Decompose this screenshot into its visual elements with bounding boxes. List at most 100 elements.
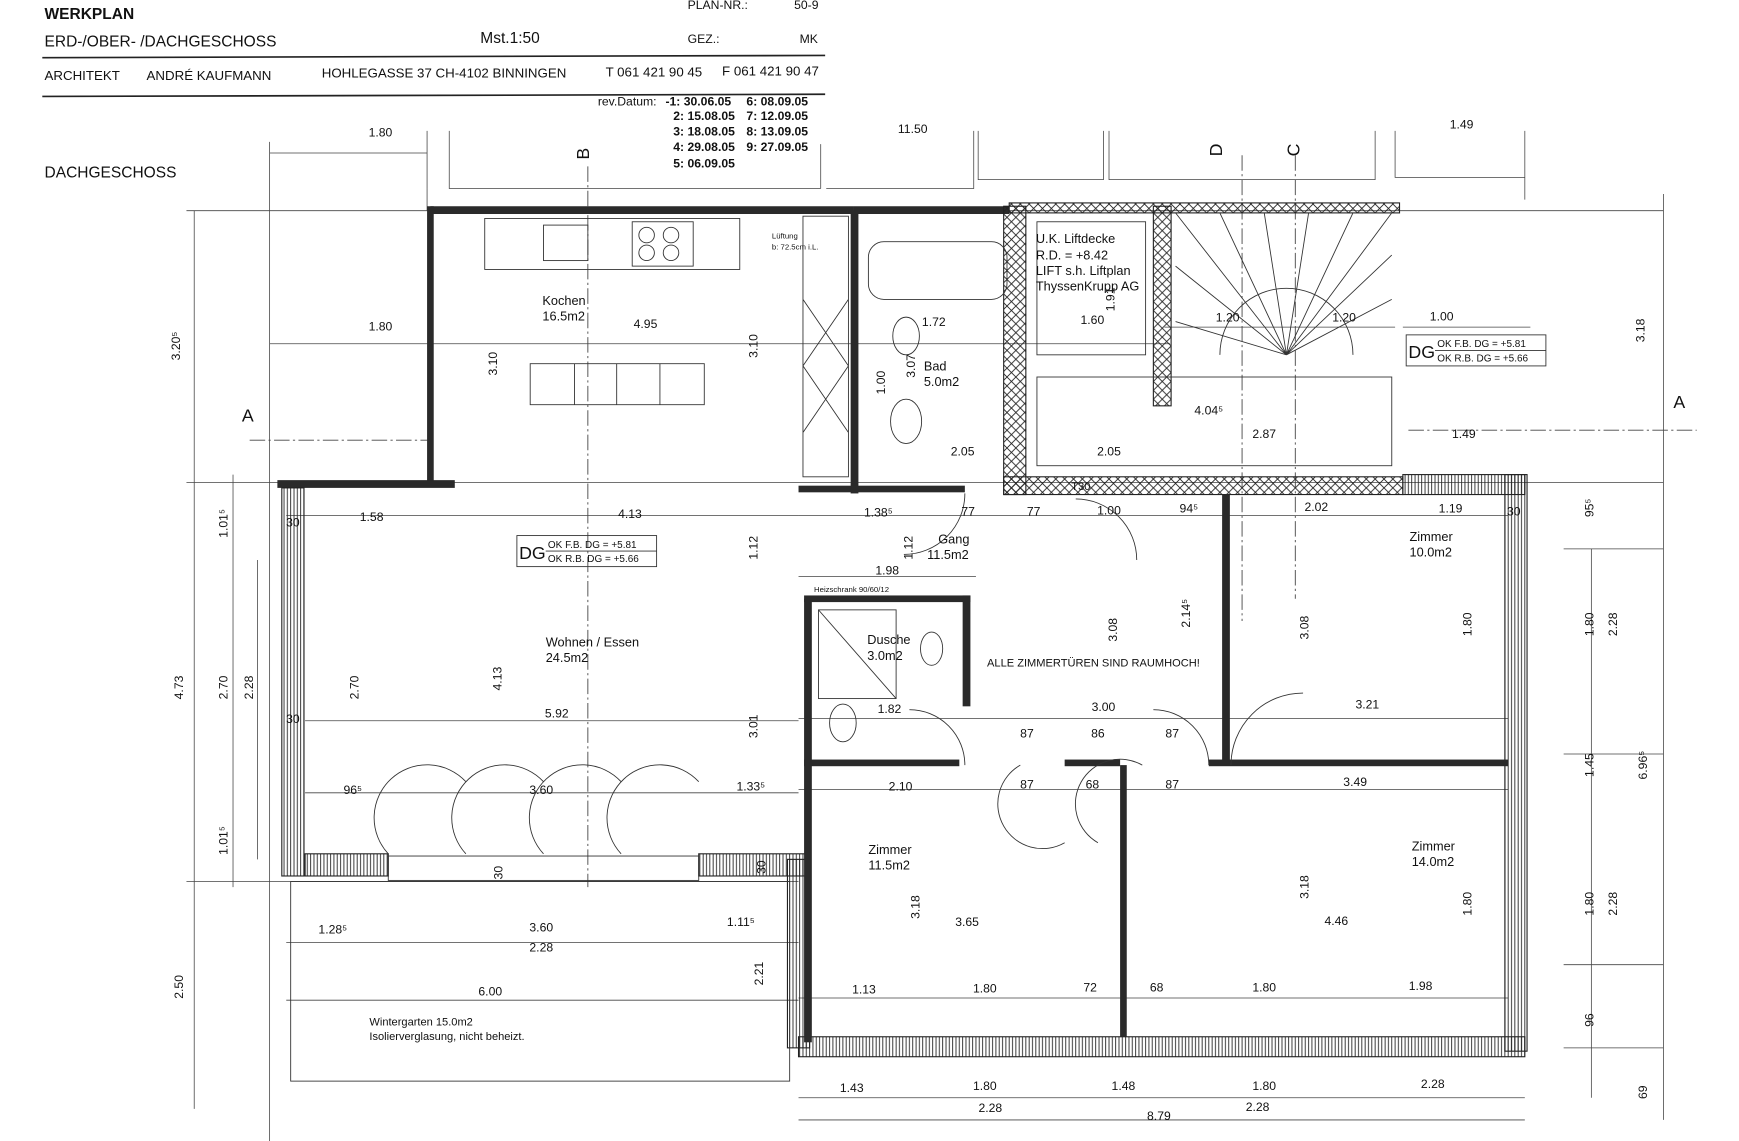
shower [818, 609, 897, 700]
dimension-label: 4.73 [172, 675, 186, 699]
dimension-label: 68 [1086, 777, 1100, 791]
room-area: 11.5m2 [927, 547, 969, 562]
washbasin [829, 703, 857, 743]
dimension-label: 96 [1583, 1013, 1597, 1027]
wall [304, 853, 389, 877]
dimension-label: 3.18 [1634, 318, 1648, 342]
wall [277, 480, 455, 488]
room-labels: Kochen 16.5m2 Bad 5.0m2 Wohnen / Essen 2… [369, 293, 1455, 1043]
revision-entry: 4: 29.08.05 [673, 140, 735, 154]
level-tag-line: OK R.B. DG = +5.66 [548, 554, 639, 565]
dimension-label: 4.13 [618, 507, 642, 521]
dimension-label: 77 [961, 505, 975, 519]
revision-list: -1: 30.06.05 2: 15.08.05 3: 18.08.05 4: … [665, 94, 808, 170]
plan-nr: 50-9 [794, 0, 819, 12]
dimension-label: 1.38⁵ [864, 506, 893, 520]
dimension-label: 1.12 [902, 536, 916, 560]
dimension-label: 3.20⁵ [169, 332, 183, 361]
architect-name: ANDRÉ KAUFMANN [147, 68, 272, 83]
dimension-label: 96⁵ [343, 783, 362, 797]
dimension-label: 2.21 [752, 961, 766, 985]
dimension-label: 3.18 [1298, 875, 1312, 899]
wall [797, 1036, 1526, 1058]
room-name: Bad [924, 358, 947, 373]
dimension-label: 6.00 [478, 985, 502, 999]
wall [427, 206, 434, 484]
dimension-label: 87 [1165, 777, 1179, 791]
dimension-label: 3.07 [904, 354, 918, 378]
level-tag: DG OK F.B. DG = +5.81 OK R.B. DG = +5.66 [516, 535, 658, 568]
dimension-label: 3.01 [747, 714, 761, 738]
dimension-label: 87 [1165, 726, 1179, 740]
room-area: 24.5m2 [546, 650, 589, 665]
lift-note: R.D. = +8.42 [1036, 247, 1108, 262]
fixtures [373, 212, 1393, 855]
wall [804, 595, 971, 603]
revision-label: rev.Datum: [598, 94, 657, 108]
dimension-label: 1.13 [852, 983, 876, 997]
section-marker-c: C [1284, 143, 1304, 156]
ventilation-note: b: 72.5cm i.L. [772, 242, 819, 251]
lift-note: ThyssenKrupp AG [1036, 279, 1139, 294]
kitchen-island [529, 363, 705, 406]
ventilation-note: Lüftung [772, 231, 798, 240]
dimension-label: 2.28 [242, 675, 256, 699]
dimension-label: 1.43 [840, 1081, 864, 1095]
burner [662, 226, 680, 244]
dimension-label: 1.91 [1104, 287, 1118, 311]
dimension-label: 1.80 [1583, 612, 1597, 636]
dimension-label: 1.72 [922, 315, 946, 329]
dimension-label: 72 [1083, 980, 1097, 994]
dimension-label: 95⁵ [1583, 499, 1597, 518]
dimension-label: 3.65 [955, 915, 979, 929]
dimension-label: 1.01⁵ [216, 509, 230, 538]
dimension-label: 1.82 [878, 702, 902, 716]
wall [1008, 202, 1401, 214]
dimension-label: 8.79 [1147, 1109, 1171, 1123]
room-name: Zimmer [868, 842, 912, 857]
dimension-label: 1.80 [973, 981, 997, 995]
level-tag-line: OK F.B. DG = +5.81 [548, 540, 637, 551]
dimension-label: 30 [286, 712, 300, 726]
room-name: Zimmer [1412, 838, 1456, 853]
title-block: WERKPLAN ERD-/OBER- /DACHGESCHOSS Mst.1:… [42, 0, 826, 170]
dimension-label: 2.14⁵ [1179, 599, 1193, 628]
dimension-label: 3.10 [486, 352, 500, 376]
burner [638, 244, 655, 262]
door-swing [373, 493, 1304, 855]
room-area: 14.0m2 [1412, 854, 1455, 869]
level-tag-label: DG [1408, 342, 1435, 362]
revision-entry: 3: 18.08.05 [673, 124, 735, 138]
dimension-label: 2.02 [1304, 500, 1328, 514]
lift-shaft [1036, 221, 1147, 356]
dimension-label: 4.04⁵ [1194, 404, 1223, 418]
washbasin [890, 398, 923, 444]
wall [804, 759, 960, 767]
level-tag: DG OK F.B. DG = +5.81 OK R.B. DG = +5.66 [1405, 334, 1547, 367]
revision-entry: 5: 06.09.05 [673, 156, 735, 170]
dimension-label: 1.01⁵ [216, 826, 230, 855]
dimension-label: 6.96⁵ [1636, 751, 1650, 780]
dimension-label: 2.28 [1246, 1100, 1270, 1114]
dimension-label: 1.80 [1461, 612, 1475, 636]
title-divider [42, 54, 826, 59]
dimension-label: 1.80 [1583, 892, 1597, 916]
section-marker-d: D [1206, 144, 1226, 157]
room-note: Isolierverglasung, nicht beheizt. [369, 1031, 524, 1043]
room-name: Wintergarten 15.0m2 [369, 1017, 472, 1029]
dimension-label: 1.80 [1252, 1079, 1276, 1093]
wall [850, 210, 859, 494]
plan-title: WERKPLAN [45, 6, 135, 23]
revision-entry: 7: 12.09.05 [746, 109, 808, 123]
dimension-label: 30 [286, 516, 300, 530]
stair-landing [1036, 376, 1393, 467]
bathtub [867, 241, 1008, 300]
room-name: Gang [938, 531, 969, 546]
architect-fax: F 061 421 90 47 [722, 63, 819, 78]
room-area: 5.0m2 [924, 374, 959, 389]
cooktop [631, 221, 694, 267]
wall [962, 595, 971, 707]
dimension-label: 1.80 [973, 1079, 997, 1093]
